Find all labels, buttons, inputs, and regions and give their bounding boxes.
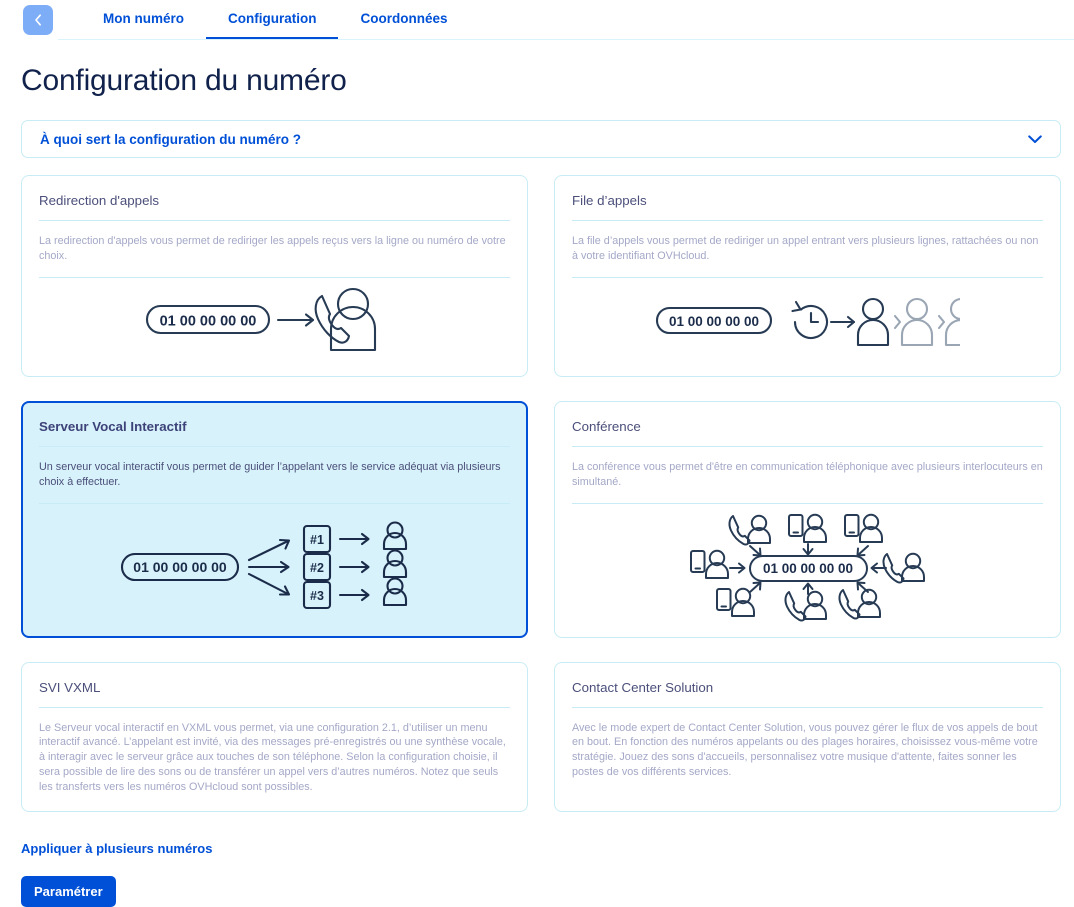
phone-number-label: 01 00 00 00 00 [159,313,256,329]
footer-actions: Appliquer à plusieurs numéros Paramétrer [21,840,1074,907]
redirection-illustration: 01 00 00 00 00 [39,278,510,364]
page-title: Configuration du numéro [21,64,347,97]
menu-key-label: #1 [310,533,324,547]
card-description: La conférence vous permet d'être en comm… [572,460,1043,488]
card-serveur-vocal-interactif[interactable]: Serveur Vocal Interactif Un serveur voca… [21,400,528,638]
configuration-card-grid: Redirection d'appels La redirection d'ap… [21,175,1061,813]
card-divider [572,502,1043,504]
menu-key-label: #2 [310,561,324,575]
card-title: SVI VXML [39,679,101,695]
phone-number-label: 01 00 00 00 00 [133,559,227,575]
accordion-title: À quoi sert la configuration du numéro ? [40,131,302,147]
tab-mon-numero[interactable]: Mon numéro [81,0,206,39]
card-divider [572,276,1043,278]
card-title: Contact Center Solution [572,679,714,695]
card-redirection-appels[interactable]: Redirection d'appels La redirection d'ap… [21,175,528,377]
card-divider [572,445,1043,447]
menu-key-label: #3 [310,589,324,603]
chevron-left-icon [34,14,42,26]
phone-number-label: 01 00 00 00 00 [762,561,852,576]
tab-label: Coordonnées [360,11,448,26]
card-divider [572,220,1043,221]
card-divider [39,445,510,447]
card-divider [39,502,510,504]
card-description: Le Serveur vocal interactif en VXML vous… [39,721,506,794]
tab-label: Configuration [228,11,317,26]
card-title: Redirection d'appels [39,193,160,208]
card-title: Serveur Vocal Interactif [39,418,187,434]
card-title: Conférence [572,418,641,434]
card-contact-center-solution[interactable]: Contact Center Solution Avec le mode exp… [554,661,1061,813]
accordion-what-is-configuration[interactable]: À quoi sert la configuration du numéro ? [21,120,1061,158]
parametrer-button[interactable]: Paramétrer [21,876,116,907]
card-conference[interactable]: Conférence La conférence vous permet d'ê… [554,400,1061,638]
card-divider [572,706,1043,708]
top-navigation-bar: Mon numéro Configuration Coordonnées [0,0,1074,40]
apply-to-multiple-numbers-link[interactable]: Appliquer à plusieurs numéros [21,841,213,857]
card-svi-vxml[interactable]: SVI VXML Le Serveur vocal interactif en … [21,661,528,813]
tab-configuration[interactable]: Configuration [206,0,339,39]
tab-coordonnees[interactable]: Coordonnées [338,0,469,39]
ivr-illustration: 01 00 00 00 00 #1 #2 #3 [39,504,510,625]
card-file-appels[interactable]: File d’appels La file d’appels vous perm… [554,175,1061,377]
chevron-down-icon[interactable] [1028,134,1042,144]
card-divider [39,276,510,278]
card-description: La redirection d'appels vous permet de r… [39,235,506,262]
queue-illustration: 01 00 00 00 00 [572,278,1043,364]
phone-number-label: 01 00 00 00 00 [669,314,759,329]
card-description: Avec le mode expert de Contact Center So… [572,721,1038,779]
tab-list: Mon numéro Configuration Coordonnées [81,0,470,39]
card-title: File d’appels [572,193,647,208]
topbar-divider [58,39,1074,40]
conference-illustration: 01 00 00 00 00 [572,504,1043,625]
card-description: Un serveur vocal interactif vous permet … [39,460,501,488]
card-description: La file d’appels vous permet de redirige… [572,235,1039,262]
tab-label: Mon numéro [103,11,184,26]
card-divider [39,220,510,221]
back-button[interactable] [23,5,53,35]
card-divider [39,706,510,708]
